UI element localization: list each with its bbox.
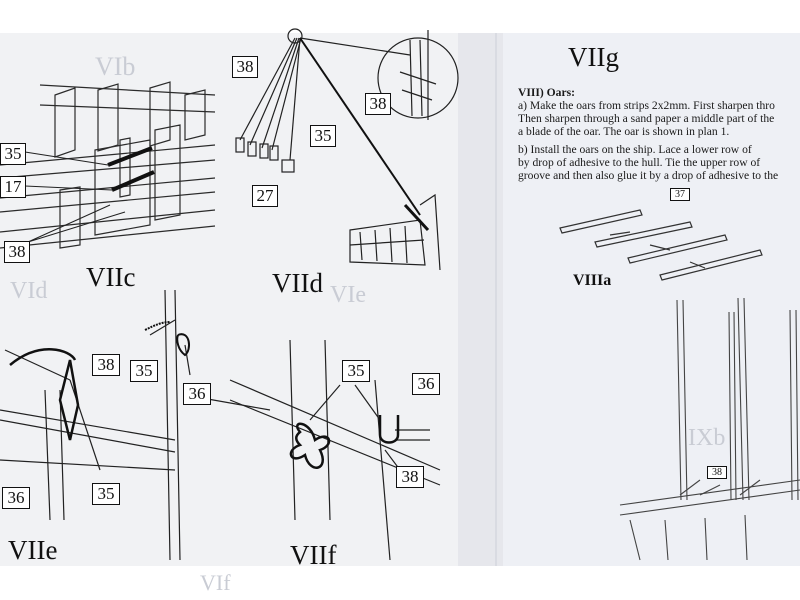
callout-38-vii-f: 38	[396, 466, 424, 488]
callout-36-vii-e-bottom: 36	[2, 487, 30, 509]
instruction-line-b2: by drop of adhesive to the hull. Tie the…	[518, 156, 761, 169]
instruction-line-b: b) Install the oars on the ship. Lace a …	[518, 143, 752, 156]
callout-35-vii-e-top: 35	[130, 360, 158, 382]
callout-35-vii-c: 35	[0, 143, 26, 165]
figure-label-vii-c: VIIc	[86, 262, 136, 292]
section-heading-oars: VIII) Oars:	[518, 86, 576, 99]
instruction-line-a3: a blade of the oar. The oar is shown in …	[518, 125, 730, 138]
instruction-line-a2: Then sharpen through a sand paper a midd…	[518, 112, 775, 125]
svg-text:VId: VId	[10, 278, 47, 304]
paper-right	[495, 33, 800, 566]
callout-38-vii-e: 38	[92, 354, 120, 376]
instruction-line-b3: groove and then also glue it by a drop o…	[518, 169, 779, 182]
ship-masts	[619, 297, 800, 561]
svg-text:VIe: VIe	[330, 282, 366, 308]
callout-38-vii-c: 38	[4, 241, 30, 263]
figure-label-vii-f: VIIf	[290, 540, 337, 570]
viii-a-drawing	[559, 209, 763, 281]
vii-c-drawing	[0, 81, 216, 249]
callout-36-vii-e-right: 36	[183, 383, 211, 405]
callout-37-viii-a: 37	[670, 188, 690, 201]
figure-label-vii-e: VIIe	[8, 535, 58, 565]
callout-36-vii-f: 36	[412, 373, 440, 395]
callout-35-vii-e-bottom: 35	[92, 483, 120, 505]
callout-38-ship: 38	[707, 466, 727, 479]
callout-17-vii-c: 17	[0, 176, 26, 198]
callout-38-vii-d-right: 38	[365, 93, 391, 115]
callout-27-vii-d: 27	[252, 185, 278, 207]
callout-38-vii-d-top: 38	[232, 56, 258, 78]
svg-text:IXb: IXb	[688, 425, 725, 451]
figure-label-vii-d: VIId	[272, 268, 323, 298]
callout-35-vii-f: 35	[342, 360, 370, 382]
instruction-line-a: a) Make the oars from strips 2x2mm. Firs…	[518, 99, 775, 112]
svg-text:VIf: VIf	[200, 570, 231, 595]
figure-label-viii-a: VIIIa	[573, 272, 612, 289]
callout-35-vii-d: 35	[310, 125, 336, 147]
show-through-marks: VIb VId VIe VIf IXb	[10, 52, 725, 595]
svg-text:VIb: VIb	[95, 52, 135, 81]
figure-label-vii-g: VIIg	[568, 42, 619, 72]
